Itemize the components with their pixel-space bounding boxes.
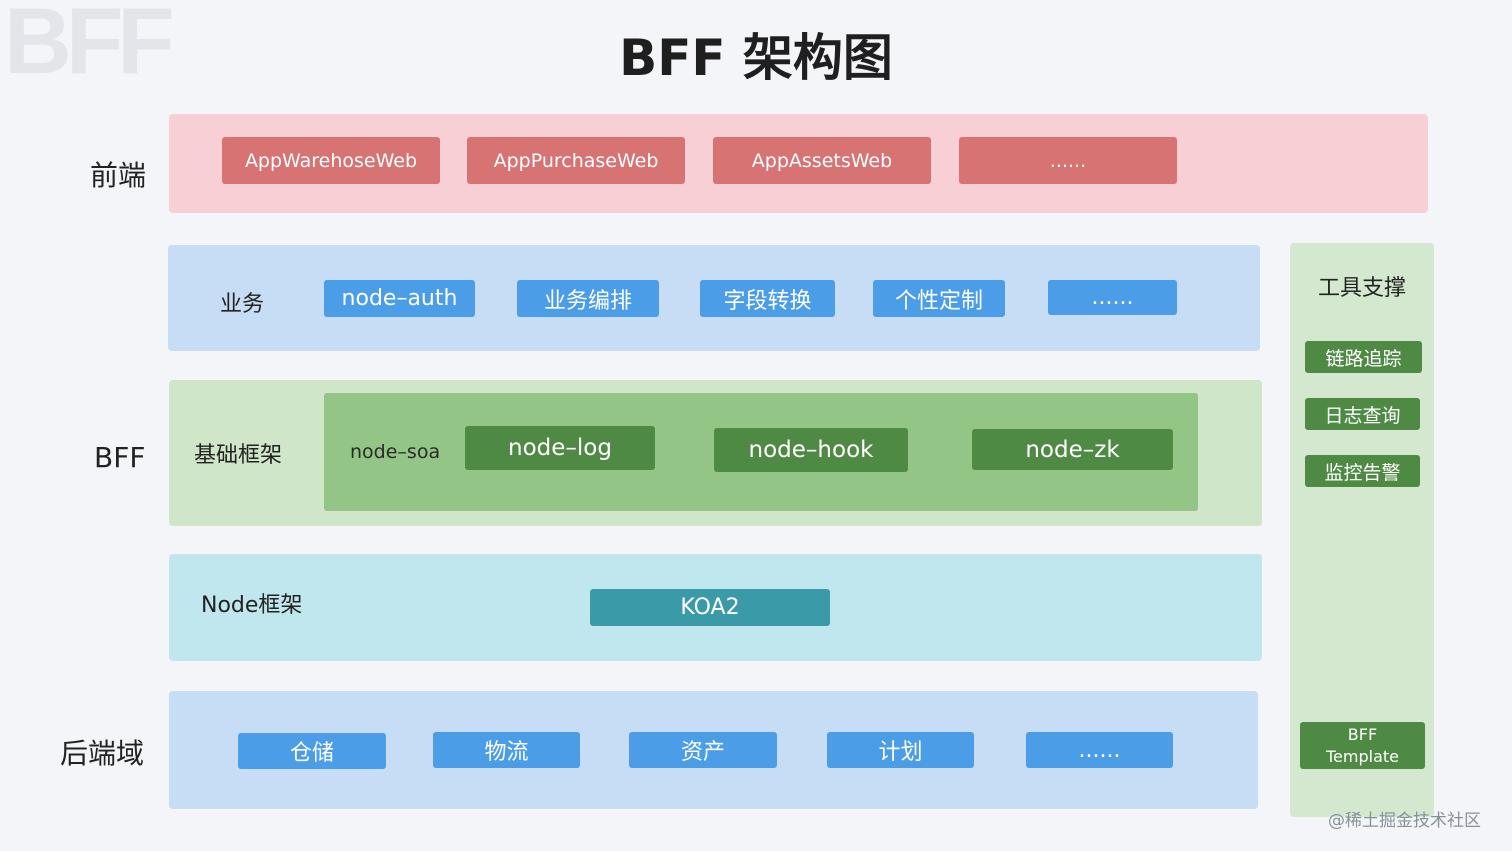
- node-framework-item-koa2: KOA2: [590, 589, 830, 626]
- bff-template-line2: Template: [1325, 746, 1399, 766]
- business-item-customization: 个性定制: [873, 280, 1005, 317]
- backend-item-warehouse: 仓储: [238, 733, 386, 769]
- business-label: 业务: [220, 292, 265, 317]
- tool-item-monitoring: 监控告警: [1305, 455, 1420, 487]
- base-item-node-hook: node–hook: [714, 428, 908, 472]
- business-item-orchestration: 业务编排: [517, 280, 659, 317]
- backend-item-planning: 计划: [827, 732, 974, 768]
- business-item-node-auth: node–auth: [324, 280, 475, 317]
- watermark-logo: BFF: [4, 0, 175, 93]
- backend-item-logistics: 物流: [433, 732, 580, 768]
- frontend-item-more: ......: [959, 137, 1177, 184]
- tools-support-panel: [1290, 243, 1434, 817]
- backend-item-assets: 资产: [629, 732, 777, 768]
- backend-label: 后端域: [60, 737, 145, 770]
- base-item-node-zk: node–zk: [972, 429, 1173, 470]
- tools-support-title: 工具支撑: [1317, 276, 1406, 301]
- node-framework-label: Node框架: [201, 593, 303, 618]
- diagram-title: BFF 架构图: [619, 29, 893, 87]
- base-item-node-log: node–log: [465, 426, 655, 470]
- frontend-label: 前端: [90, 159, 147, 192]
- business-item-more: ......: [1048, 280, 1177, 315]
- frontend-item-app-assets-web: AppAssetsWeb: [713, 137, 931, 184]
- bff-label: BFF: [94, 441, 146, 474]
- backend-item-more: ......: [1026, 732, 1173, 768]
- node-soa-label: node–soa: [350, 441, 441, 463]
- frontend-item-app-purchase-web: AppPurchaseWeb: [467, 137, 685, 184]
- business-item-field-transform: 字段转换: [700, 280, 835, 317]
- tool-item-log-query: 日志查询: [1305, 398, 1420, 430]
- frontend-item-app-warehouse-web: AppWarehoseWeb: [222, 137, 440, 184]
- tool-item-bff-template: BFF Template: [1300, 722, 1425, 769]
- base-framework-label: 基础框架: [194, 443, 283, 468]
- source-credit: @稀土掘金技术社区: [1328, 811, 1481, 831]
- bff-template-line1: BFF: [1347, 724, 1378, 744]
- tool-item-tracing: 链路追踪: [1305, 341, 1422, 373]
